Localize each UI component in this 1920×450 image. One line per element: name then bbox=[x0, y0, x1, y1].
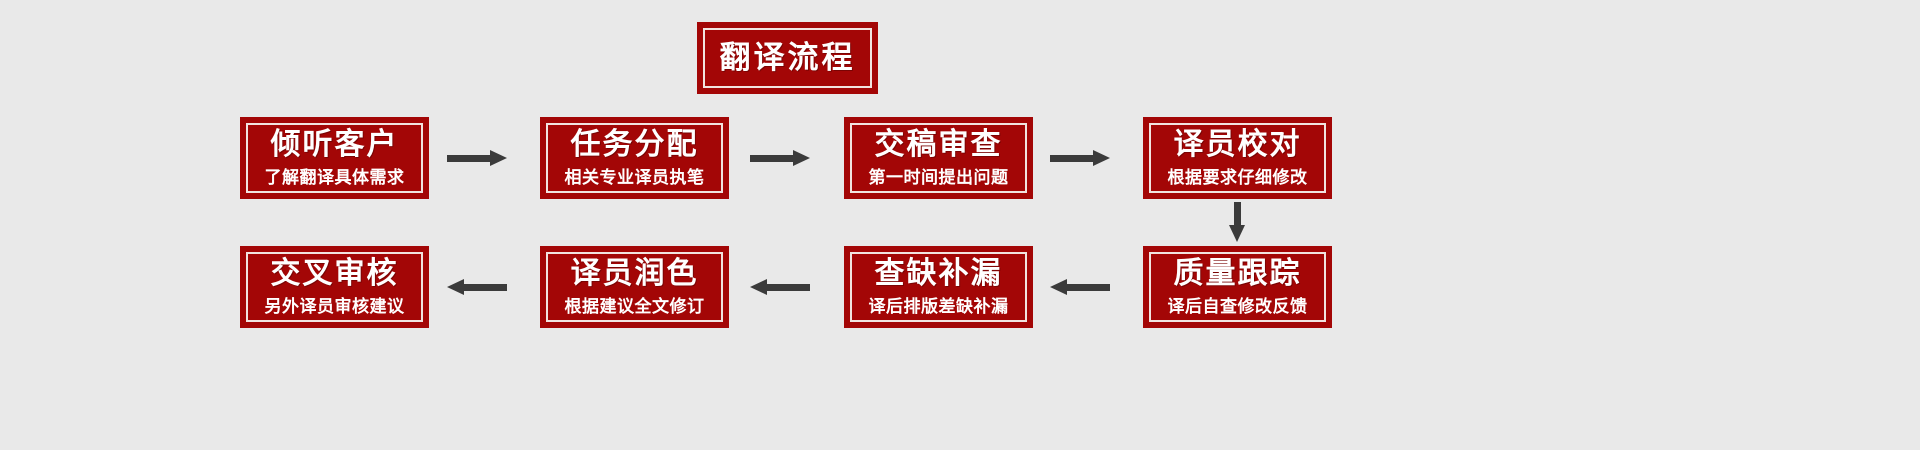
node-title-label: 倾听客户 bbox=[270, 128, 399, 162]
node-inner: 交叉审核 另外译员审核建议 bbox=[265, 257, 405, 317]
arrow-left-icon bbox=[1050, 279, 1110, 295]
arrow-shaft bbox=[1050, 155, 1095, 162]
arrow-right-icon bbox=[1050, 150, 1110, 166]
title-node-inner: 翻译流程 bbox=[720, 40, 856, 76]
arrow-shaft bbox=[447, 155, 492, 162]
process-node-translator-polishing[interactable]: 译员润色 根据建议全文修订 bbox=[540, 246, 729, 328]
node-subtitle-label: 相关专业译员执笔 bbox=[564, 167, 705, 187]
node-subtitle-label: 第一时间提出问题 bbox=[868, 167, 1009, 187]
arrow-shaft bbox=[462, 284, 507, 291]
node-title-label: 译员校对 bbox=[1173, 128, 1302, 162]
node-subtitle-label: 译后排版差缺补漏 bbox=[868, 296, 1009, 316]
process-node-quality-tracking[interactable]: 质量跟踪 译后自查修改反馈 bbox=[1143, 246, 1332, 328]
node-title-label: 任务分配 bbox=[570, 128, 699, 162]
arrow-head bbox=[1229, 225, 1245, 242]
node-subtitle-label: 根据要求仔细修改 bbox=[1167, 167, 1308, 187]
process-node-submission-review[interactable]: 交稿审查 第一时间提出问题 bbox=[844, 117, 1033, 199]
node-inner: 译员润色 根据建议全文修订 bbox=[565, 257, 705, 317]
node-subtitle-label: 根据建议全文修订 bbox=[564, 296, 705, 316]
node-subtitle-label: 了解翻译具体需求 bbox=[264, 167, 405, 187]
node-subtitle-label: 译后自查修改反馈 bbox=[1167, 296, 1308, 316]
arrow-head bbox=[750, 279, 767, 295]
arrow-head bbox=[490, 150, 507, 166]
process-node-task-assignment[interactable]: 任务分配 相关专业译员执笔 bbox=[540, 117, 729, 199]
flowchart-title-node: 翻译流程 bbox=[697, 22, 878, 94]
node-title-label: 译员润色 bbox=[570, 257, 699, 291]
arrow-shaft bbox=[750, 155, 795, 162]
arrow-left-icon bbox=[447, 279, 507, 295]
arrow-right-icon bbox=[447, 150, 507, 166]
arrow-down-icon bbox=[1229, 202, 1245, 242]
arrow-shaft bbox=[1065, 284, 1110, 291]
process-node-gap-filling[interactable]: 查缺补漏 译后排版差缺补漏 bbox=[844, 246, 1033, 328]
arrow-left-icon bbox=[750, 279, 810, 295]
arrow-shaft bbox=[765, 284, 810, 291]
arrow-head bbox=[1093, 150, 1110, 166]
node-inner: 任务分配 相关专业译员执笔 bbox=[565, 128, 705, 188]
node-subtitle-label: 另外译员审核建议 bbox=[264, 296, 405, 316]
node-inner: 交稿审查 第一时间提出问题 bbox=[869, 128, 1009, 188]
node-inner: 译员校对 根据要求仔细修改 bbox=[1168, 128, 1308, 188]
process-node-cross-review[interactable]: 交叉审核 另外译员审核建议 bbox=[240, 246, 429, 328]
node-title-label: 交稿审查 bbox=[874, 128, 1003, 162]
node-inner: 查缺补漏 译后排版差缺补漏 bbox=[869, 257, 1009, 317]
arrow-head bbox=[793, 150, 810, 166]
process-node-translator-proofreading[interactable]: 译员校对 根据要求仔细修改 bbox=[1143, 117, 1332, 199]
arrow-head bbox=[1050, 279, 1067, 295]
node-title-label: 交叉审核 bbox=[270, 257, 399, 291]
arrow-right-icon bbox=[750, 150, 810, 166]
node-title-label: 质量跟踪 bbox=[1173, 257, 1302, 291]
arrow-head bbox=[447, 279, 464, 295]
arrow-shaft bbox=[1234, 202, 1241, 227]
node-inner: 质量跟踪 译后自查修改反馈 bbox=[1168, 257, 1308, 317]
flowchart-title-label: 翻译流程 bbox=[719, 40, 856, 76]
node-title-label: 查缺补漏 bbox=[874, 257, 1003, 291]
node-inner: 倾听客户 了解翻译具体需求 bbox=[265, 128, 405, 188]
process-node-listen-to-client[interactable]: 倾听客户 了解翻译具体需求 bbox=[240, 117, 429, 199]
